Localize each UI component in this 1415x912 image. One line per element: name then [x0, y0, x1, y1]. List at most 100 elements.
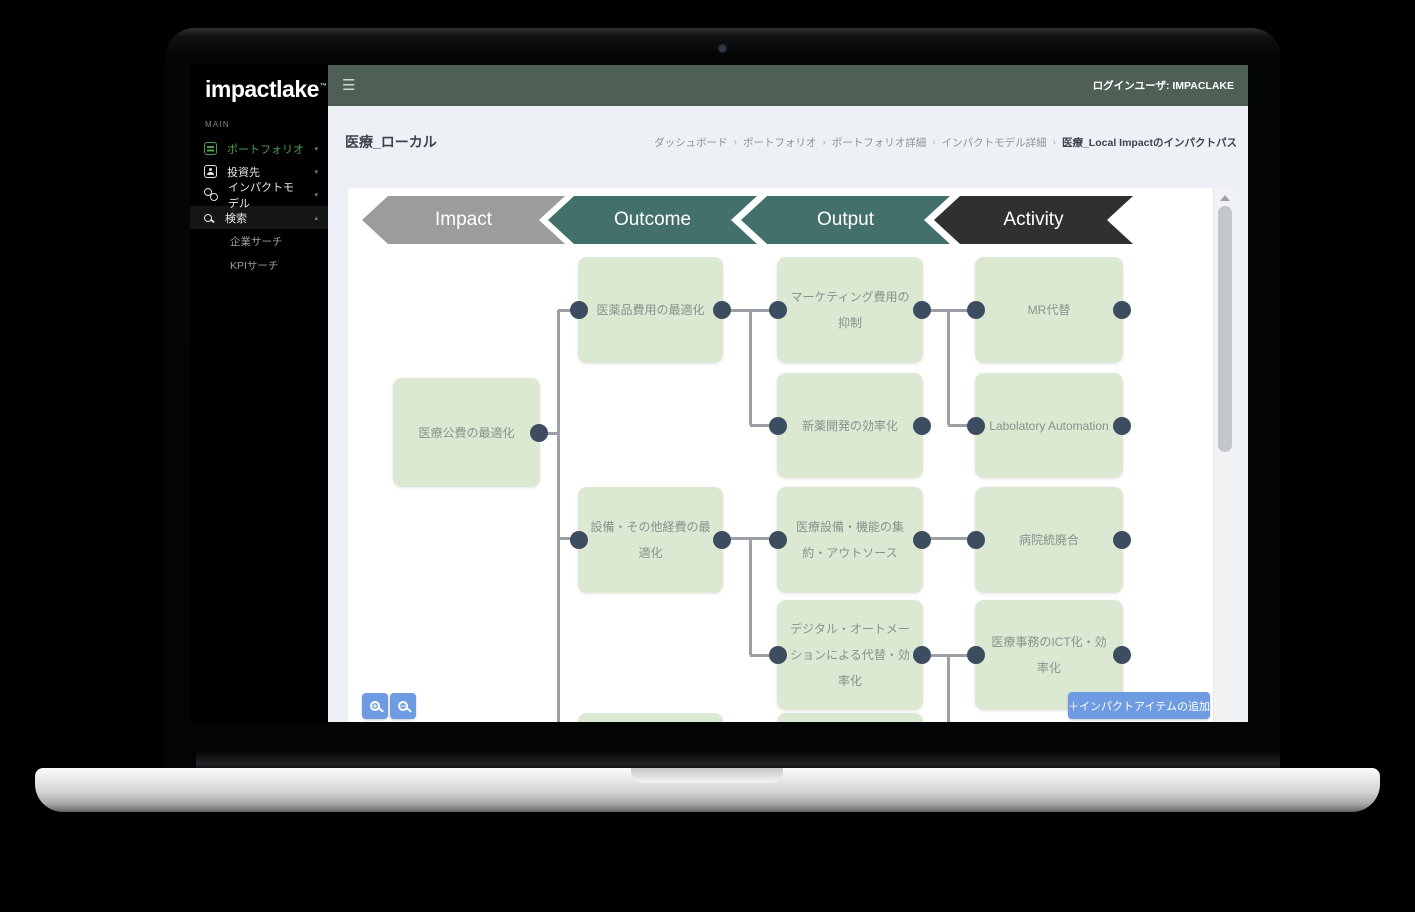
node-box-activity[interactable]: 医療事務のICT化・効率化: [967, 600, 1131, 710]
sidebar-subitem-kpi-search[interactable]: KPIサーチ: [190, 253, 328, 277]
node-connector-dot[interactable]: [769, 531, 787, 549]
zoom-sign: +: [372, 700, 378, 711]
scroll-up-icon[interactable]: [1220, 195, 1230, 201]
scrollbar-thumb[interactable]: [1218, 206, 1232, 452]
node-connector-dot[interactable]: [913, 416, 931, 435]
node-label: 設備・その他経費の最適化: [590, 520, 711, 560]
chevron-down-icon: ▾: [314, 145, 318, 153]
node-connector-dot[interactable]: [1113, 301, 1131, 319]
breadcrumb-separator: ›: [1052, 136, 1056, 148]
node-label: マーケティング費用の抑制: [790, 290, 910, 330]
node-box-output[interactable]: 医療設備・機能の集約・アウトソース: [769, 487, 931, 593]
sidebar-item-label: 投資先: [227, 166, 260, 179]
node-box-activity[interactable]: 病院統廃合: [967, 487, 1131, 593]
node-connector-dot[interactable]: [769, 646, 787, 664]
column-header-impact: Impact: [362, 196, 565, 244]
node-connector-dot[interactable]: [530, 423, 548, 442]
breadcrumb: ダッシュボード › ポートフォリオ › ポートフォリオ詳細 › インパクトモデル…: [654, 135, 1237, 150]
sidebar-item-impact-model[interactable]: インパクトモデル ▾: [190, 182, 328, 210]
node-box-partial[interactable]: [777, 713, 923, 722]
column-header-output: Output: [741, 196, 950, 244]
column-header-outcome: Outcome: [548, 196, 757, 244]
webcam-icon: [719, 45, 726, 52]
breadcrumb-item[interactable]: インパクトモデル詳細: [941, 136, 1047, 149]
column-header-label: Outcome: [613, 209, 692, 230]
node-connector-dot[interactable]: [913, 531, 931, 549]
node-box-activity[interactable]: Labolatory Automation: [967, 373, 1131, 478]
node-box-output[interactable]: 新薬開発の効率化: [769, 373, 931, 478]
connector-line: [558, 536, 580, 540]
laptop-lid-notch: [631, 768, 783, 783]
breadcrumb-separator: ›: [733, 136, 737, 148]
sidebar-item-portfolio[interactable]: ポートフォリオ ▾: [190, 137, 328, 160]
app-logo-text: impactlake: [205, 76, 319, 102]
sidebar: impactlake™ MAIN ポートフォリオ ▾ 投資先 ▾ インパクトモデ…: [190, 65, 328, 722]
sidebar-section-label: MAIN: [205, 120, 230, 129]
node-connector-dot[interactable]: [967, 301, 985, 319]
node-connector-dot[interactable]: [967, 416, 985, 435]
node-label: デジタル・オートメーションによる代替・効率化: [790, 622, 910, 688]
connector-line: [946, 310, 950, 425]
column-header-activity: Activity: [934, 196, 1133, 244]
column-header-label: Output: [816, 209, 875, 230]
node-connector-dot[interactable]: [570, 531, 588, 549]
connector-line: [748, 538, 752, 655]
breadcrumb-item[interactable]: ポートフォリオ詳細: [831, 136, 927, 149]
node-connector-dot[interactable]: [967, 531, 985, 549]
topbar: ☰ ログインユーザ: IMPACLAKE: [328, 65, 1248, 106]
sidebar-item-search[interactable]: 検索 ▴: [190, 206, 328, 229]
breadcrumb-item[interactable]: ダッシュボード: [654, 136, 728, 149]
node-box-partial[interactable]: [578, 713, 723, 722]
connector-line: [948, 423, 975, 427]
node-box-outcome[interactable]: 設備・その他経費の最適化: [570, 487, 731, 593]
magnifier-plus-icon: +: [370, 701, 380, 711]
zoom-in-button[interactable]: +: [362, 693, 388, 719]
sidebar-item-investees[interactable]: 投資先 ▾: [190, 160, 328, 183]
node-connector-dot[interactable]: [713, 531, 731, 549]
node-connector-dot[interactable]: [1113, 531, 1131, 549]
column-header-label: Impact: [434, 209, 493, 230]
search-icon: [204, 213, 212, 222]
node-box-impact[interactable]: 医療公費の最適化: [393, 378, 548, 487]
node-label: 医薬品費用の最適化: [596, 303, 705, 317]
add-impact-item-label: ＋インパクトアイテムの追加: [1068, 700, 1210, 713]
node-connector-dot[interactable]: [913, 301, 931, 319]
node-label: MR代替: [1027, 303, 1071, 317]
connector-line: [538, 431, 558, 435]
node-connector-dot[interactable]: [1113, 416, 1131, 435]
breadcrumb-separator: ›: [932, 136, 936, 148]
node-box-output[interactable]: デジタル・オートメーションによる代替・効率化: [769, 600, 931, 710]
magnifier-minus-icon: −: [398, 701, 408, 711]
sidebar-subitem-company-search[interactable]: 企業サーチ: [190, 229, 328, 253]
node-label: 病院統廃合: [1018, 533, 1079, 547]
connector-line: [946, 655, 950, 722]
app-logo[interactable]: impactlake™: [190, 65, 328, 103]
zoom-sign: −: [400, 700, 406, 711]
node-label: 新薬開発の効率化: [801, 418, 898, 433]
trademark-mark: ™: [319, 83, 327, 91]
connector-line: [556, 310, 560, 722]
node-connector-dot[interactable]: [769, 301, 787, 319]
node-box-activity[interactable]: MR代替: [967, 257, 1131, 363]
breadcrumb-item[interactable]: ポートフォリオ: [742, 136, 817, 149]
breadcrumb-item-current: 医療_Local Impactのインパクトパス: [1061, 136, 1237, 149]
connector-line: [748, 310, 752, 425]
zoom-out-button[interactable]: −: [390, 693, 416, 719]
node-connector-dot[interactable]: [913, 646, 931, 664]
node-connector-dot[interactable]: [570, 301, 588, 319]
impact-model-icon: [204, 188, 218, 201]
connector-line: [921, 536, 975, 540]
node-connector-dot[interactable]: [769, 416, 787, 435]
connector-line: [558, 308, 580, 312]
vertical-scrollbar[interactable]: [1213, 188, 1237, 722]
add-impact-item-button[interactable]: ＋インパクトアイテムの追加: [1068, 692, 1210, 719]
node-connector-dot[interactable]: [967, 646, 985, 664]
node-connector-dot[interactable]: [1113, 646, 1131, 664]
breadcrumb-separator: ›: [822, 136, 826, 148]
node-box-outcome[interactable]: 医薬品費用の最適化: [570, 257, 731, 363]
node-box-output[interactable]: マーケティング費用の抑制: [769, 257, 931, 363]
login-user-label: ログインユーザ: IMPACLAKE: [1092, 80, 1234, 92]
node-connector-dot[interactable]: [713, 301, 731, 319]
hamburger-menu-icon[interactable]: ☰: [342, 77, 356, 94]
